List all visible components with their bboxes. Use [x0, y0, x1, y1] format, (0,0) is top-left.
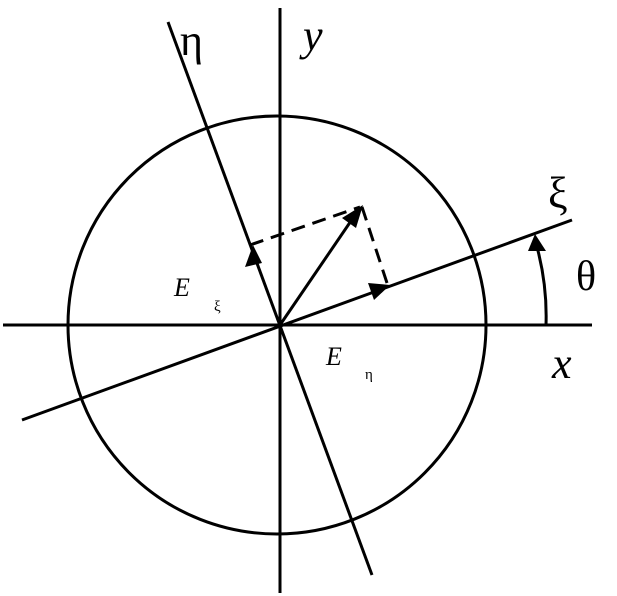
dashed-projection-to-eta [249, 205, 361, 247]
theta-angle-arrowhead [528, 234, 546, 251]
eta-axis-line [166, 21, 374, 576]
theta-label: θ [576, 254, 596, 300]
e-eta-label-main: E [325, 342, 342, 371]
e-xi-label-main: E [173, 273, 190, 302]
e-eta-label-subscript: η [365, 367, 373, 383]
theta-angle-arc [535, 246, 548, 326]
resultant-vector-line [278, 217, 355, 326]
e-eta-component-arrowhead [245, 245, 262, 267]
e-xi-label-subscript: ξ [214, 299, 221, 315]
y-axis-label: y [299, 11, 323, 60]
x-axis-label: x [551, 339, 572, 388]
xi-axis-line [21, 218, 573, 422]
xi-axis-label: ξ [548, 169, 568, 218]
dashed-projection-to-xi [360, 206, 390, 287]
e-xi-component-arrowhead [368, 283, 390, 300]
eta-axis-label: η [180, 16, 203, 65]
resultant-vector-arrowhead [342, 205, 363, 228]
